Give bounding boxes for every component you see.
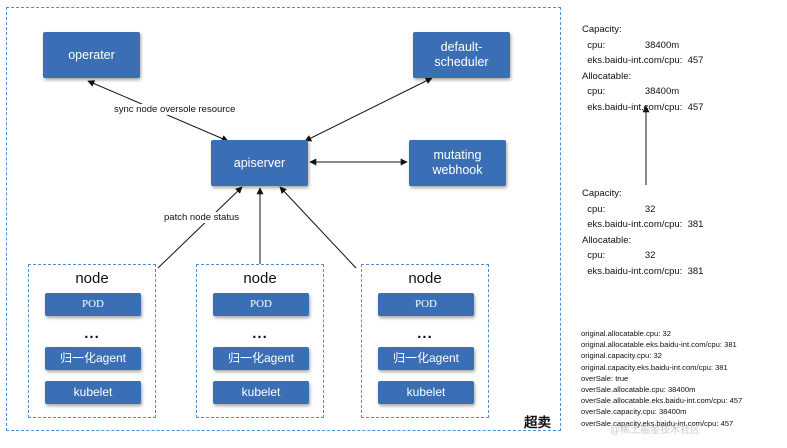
node-title: node (243, 270, 277, 287)
more-dots: ... (84, 325, 100, 342)
kubelet-label: kubelet (73, 385, 113, 399)
webhook-label: mutating webhook (432, 148, 483, 177)
agent-label: 归一化agent (227, 351, 295, 365)
agent-label: 归一化agent (392, 351, 460, 365)
node-box: node POD ... 归一化agent kubelet (361, 264, 489, 418)
apiserver-label: apiserver (233, 155, 286, 170)
node-title: node (75, 270, 109, 287)
node-box: node POD ... 归一化agent kubelet (28, 264, 156, 418)
pod-box: POD (378, 293, 474, 316)
agent-box: 归一化agent (378, 347, 474, 370)
more-dots: ... (252, 325, 268, 342)
more-dots: ... (417, 325, 433, 342)
agent-label: 归一化agent (59, 351, 127, 365)
cluster-boundary (6, 7, 561, 431)
kubelet-box: kubelet (213, 381, 309, 404)
agent-box: 归一化agent (45, 347, 141, 370)
node1-apiserver-arrow (157, 186, 243, 269)
scheduler-box: default- scheduler (413, 32, 510, 78)
node-annotations: original.allocatable.cpu: 32 original.al… (581, 329, 743, 428)
pod-label: POD (81, 298, 104, 310)
resources-before: Capacity: cpu: 32 eks.baidu-int.com/cpu:… (582, 188, 704, 277)
oversale-caption: 超卖 (524, 415, 551, 430)
scheduler-label: default- scheduler (434, 40, 489, 69)
kubelet-box: kubelet (45, 381, 141, 404)
webhook-box: mutating webhook (409, 140, 506, 186)
apiserver-scheduler-arrow (304, 77, 433, 142)
node3-apiserver-arrow (279, 186, 357, 269)
agent-box: 归一化agent (213, 347, 309, 370)
apiserver-box: apiserver (211, 140, 308, 186)
pod-label: POD (249, 298, 272, 310)
sync-label: sync node oversole resource (112, 104, 238, 115)
kubelet-label: kubelet (241, 385, 281, 399)
node-box: node POD ... 归一化agent kubelet (196, 264, 324, 418)
kubelet-box: kubelet (378, 381, 474, 404)
pod-box: POD (45, 293, 141, 316)
pod-box: POD (213, 293, 309, 316)
node-title: node (408, 270, 442, 287)
watermark: @稀土掘金技术社区 (610, 425, 701, 436)
patch-label: patch node status (162, 212, 241, 223)
operater-label: operater (68, 47, 115, 62)
operater-box: operater (43, 32, 140, 78)
pod-label: POD (414, 298, 437, 310)
kubelet-label: kubelet (406, 385, 446, 399)
resources-after: Capacity: cpu: 38400m eks.baidu-int.com/… (582, 24, 704, 113)
